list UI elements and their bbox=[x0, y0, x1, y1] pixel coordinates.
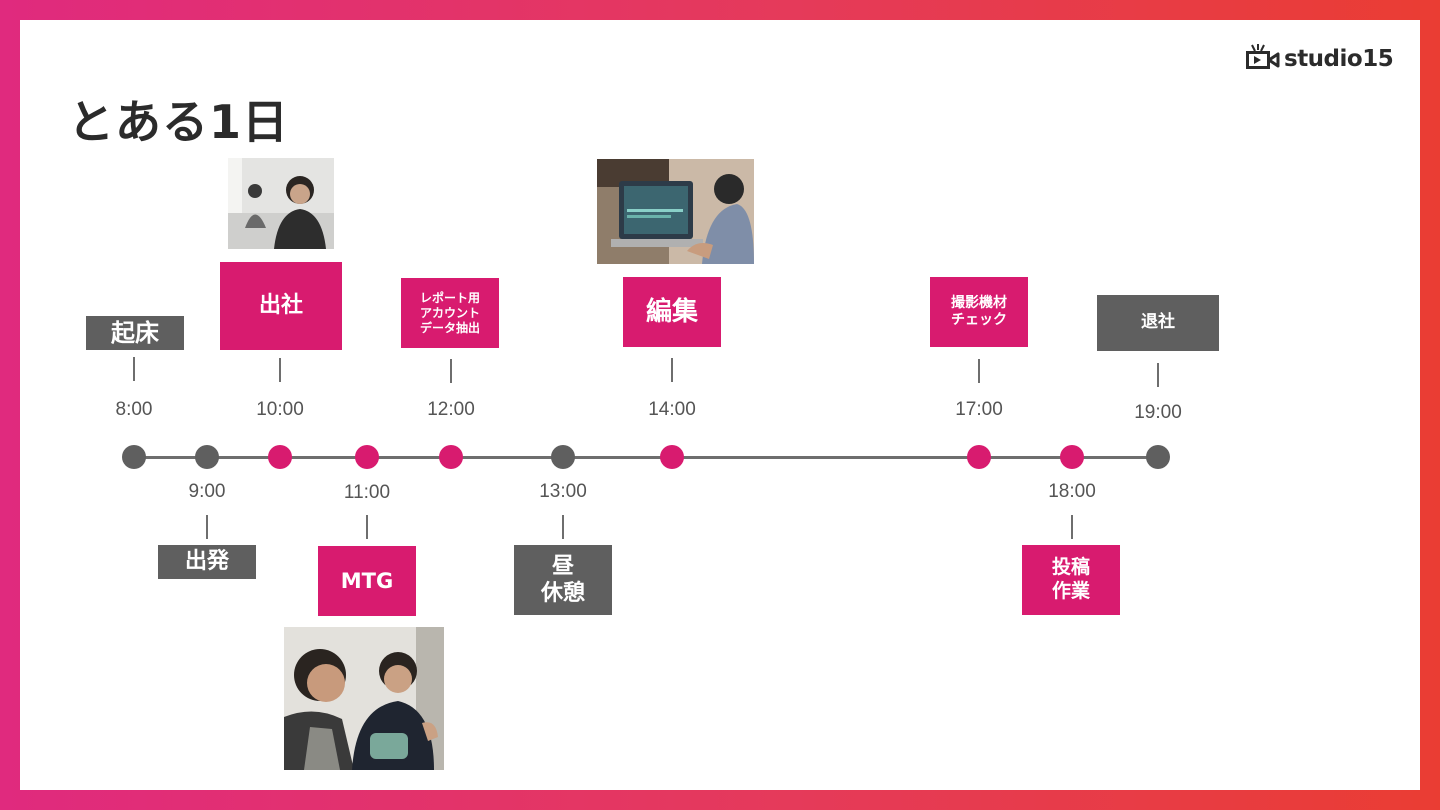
event-label-11: MTG bbox=[341, 568, 393, 594]
tick-11 bbox=[366, 515, 368, 539]
tick-19 bbox=[1157, 363, 1159, 387]
event-box-18: 投稿 作業 bbox=[1022, 545, 1120, 615]
timeline-dot-8 bbox=[122, 445, 146, 469]
event-label-13: 昼 休憩 bbox=[541, 553, 585, 608]
event-label-19: 退社 bbox=[1141, 312, 1175, 333]
event-label-9: 出発 bbox=[185, 548, 229, 576]
tick-14 bbox=[671, 358, 673, 382]
tick-13 bbox=[562, 515, 564, 539]
time-label-8: 8:00 bbox=[84, 399, 184, 421]
time-label-17: 17:00 bbox=[929, 399, 1029, 421]
time-label-19: 19:00 bbox=[1108, 402, 1208, 424]
event-box-8: 起床 bbox=[86, 316, 184, 350]
event-box-10: 出社 bbox=[220, 262, 342, 350]
event-label-18: 投稿 作業 bbox=[1052, 556, 1090, 604]
logo-text: studio15 bbox=[1284, 46, 1393, 72]
tick-8 bbox=[133, 357, 135, 381]
event-label-10: 出社 bbox=[259, 292, 303, 320]
meeting-photo bbox=[284, 627, 444, 770]
slide: とある1日 studio15 bbox=[20, 20, 1420, 790]
timeline-dot-18 bbox=[1060, 445, 1084, 469]
tick-12 bbox=[450, 359, 452, 383]
studio15-logo: studio15 bbox=[1246, 44, 1393, 74]
event-label-8: 起床 bbox=[111, 318, 159, 348]
event-box-13: 昼 休憩 bbox=[514, 545, 612, 615]
tick-18 bbox=[1071, 515, 1073, 539]
timeline-dot-9 bbox=[195, 445, 219, 469]
timeline-dot-19 bbox=[1146, 445, 1170, 469]
laptop-editing-photo bbox=[597, 159, 754, 264]
timeline-dot-14 bbox=[660, 445, 684, 469]
time-label-12: 12:00 bbox=[401, 399, 501, 421]
timeline-dot-17 bbox=[967, 445, 991, 469]
event-box-17: 撮影機材 チェック bbox=[930, 277, 1028, 347]
time-label-18: 18:00 bbox=[1022, 481, 1122, 503]
tick-10 bbox=[279, 358, 281, 382]
event-box-9: 出発 bbox=[158, 545, 256, 579]
timeline-dot-11 bbox=[355, 445, 379, 469]
video-camera-icon bbox=[1246, 44, 1280, 74]
timeline-dot-10 bbox=[268, 445, 292, 469]
event-label-14: 編集 bbox=[646, 296, 698, 329]
time-label-9: 9:00 bbox=[157, 481, 257, 503]
event-box-14: 編集 bbox=[623, 277, 721, 347]
event-label-12: レポート用 アカウント データ抽出 bbox=[420, 291, 480, 336]
event-label-17: 撮影機材 チェック bbox=[951, 295, 1007, 330]
event-box-19: 退社 bbox=[1097, 295, 1219, 351]
time-label-13: 13:00 bbox=[513, 481, 613, 503]
event-box-11: MTG bbox=[318, 546, 416, 616]
slide-title: とある1日 bbox=[68, 86, 289, 152]
timeline-dot-13 bbox=[551, 445, 575, 469]
time-label-14: 14:00 bbox=[622, 399, 722, 421]
timeline-dot-12 bbox=[439, 445, 463, 469]
tick-9 bbox=[206, 515, 208, 539]
office-person-photo bbox=[228, 158, 334, 249]
time-label-10: 10:00 bbox=[230, 399, 330, 421]
event-box-12: レポート用 アカウント データ抽出 bbox=[401, 278, 499, 348]
tick-17 bbox=[978, 359, 980, 383]
time-label-11: 11:00 bbox=[317, 482, 417, 504]
